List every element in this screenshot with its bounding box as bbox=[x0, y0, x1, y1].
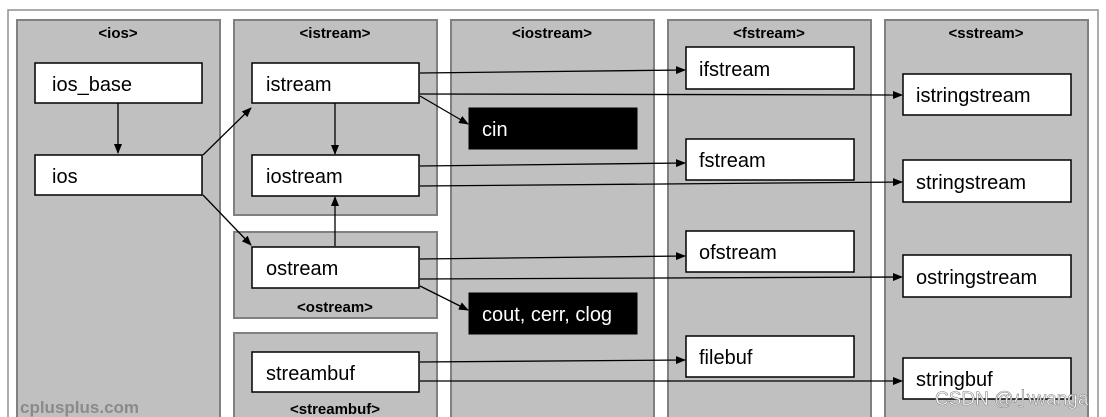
class-istringstream: istringstream bbox=[902, 73, 1072, 116]
class-streambuf: streambuf bbox=[251, 351, 420, 393]
class-label: ifstream bbox=[699, 59, 770, 81]
class-stringstream: stringstream bbox=[902, 159, 1072, 203]
panel-header-istream: <istream> bbox=[300, 25, 371, 42]
class-label: istringstream bbox=[916, 85, 1030, 107]
class-ostringstream: ostringstream bbox=[902, 254, 1072, 298]
panel-iostream: <iostream> bbox=[450, 19, 655, 417]
object-cin: cin bbox=[468, 107, 638, 150]
inheritance-arrows bbox=[114, 66, 903, 385]
class-label: ofstream bbox=[699, 242, 777, 264]
class-ifstream: ifstream bbox=[685, 46, 855, 90]
class-label: iostream bbox=[266, 166, 343, 188]
class-label: filebuf bbox=[699, 347, 753, 369]
panel-header-streambuf: <streambuf> bbox=[290, 401, 380, 417]
class-label: ios bbox=[52, 166, 78, 188]
class-label: fstream bbox=[699, 150, 766, 172]
class-istream: istream bbox=[251, 62, 420, 104]
class-fstream: fstream bbox=[685, 138, 855, 181]
outer-frame bbox=[7, 9, 1099, 417]
class-stringbuf: stringbuf bbox=[902, 357, 1072, 400]
class-label: ios_base bbox=[52, 74, 132, 96]
class-label: streambuf bbox=[266, 363, 355, 385]
panel-header-fstream: <fstream> bbox=[733, 25, 805, 42]
class-label: stringbuf bbox=[916, 369, 993, 391]
object-label: cin bbox=[482, 119, 508, 141]
object-cout-cerr-clog: cout, cerr, clog bbox=[468, 292, 638, 335]
class-label: ostream bbox=[266, 258, 338, 280]
object-label: cout, cerr, clog bbox=[482, 304, 612, 326]
panel-header-ostream: <ostream> bbox=[297, 299, 373, 316]
class-label: istream bbox=[266, 74, 332, 96]
csdn-watermark: CSDN @小wanga bbox=[935, 388, 1089, 410]
class-filebuf: filebuf bbox=[685, 335, 855, 378]
class-ofstream: ofstream bbox=[685, 230, 855, 273]
class-ostream: ostream bbox=[251, 246, 420, 289]
panel-header-iostream: <iostream> bbox=[512, 25, 592, 42]
class-iostream: iostream bbox=[251, 154, 420, 197]
class-ios-base: ios_base bbox=[34, 62, 203, 104]
class-label: stringstream bbox=[916, 172, 1026, 194]
cplusplus-watermark: cplusplus.com bbox=[20, 398, 139, 417]
panel-header-ios: <ios> bbox=[98, 25, 137, 42]
class-label: ostringstream bbox=[916, 267, 1037, 289]
panel-header-sstream: <sstream> bbox=[948, 25, 1023, 42]
class-ios: ios bbox=[34, 154, 203, 196]
